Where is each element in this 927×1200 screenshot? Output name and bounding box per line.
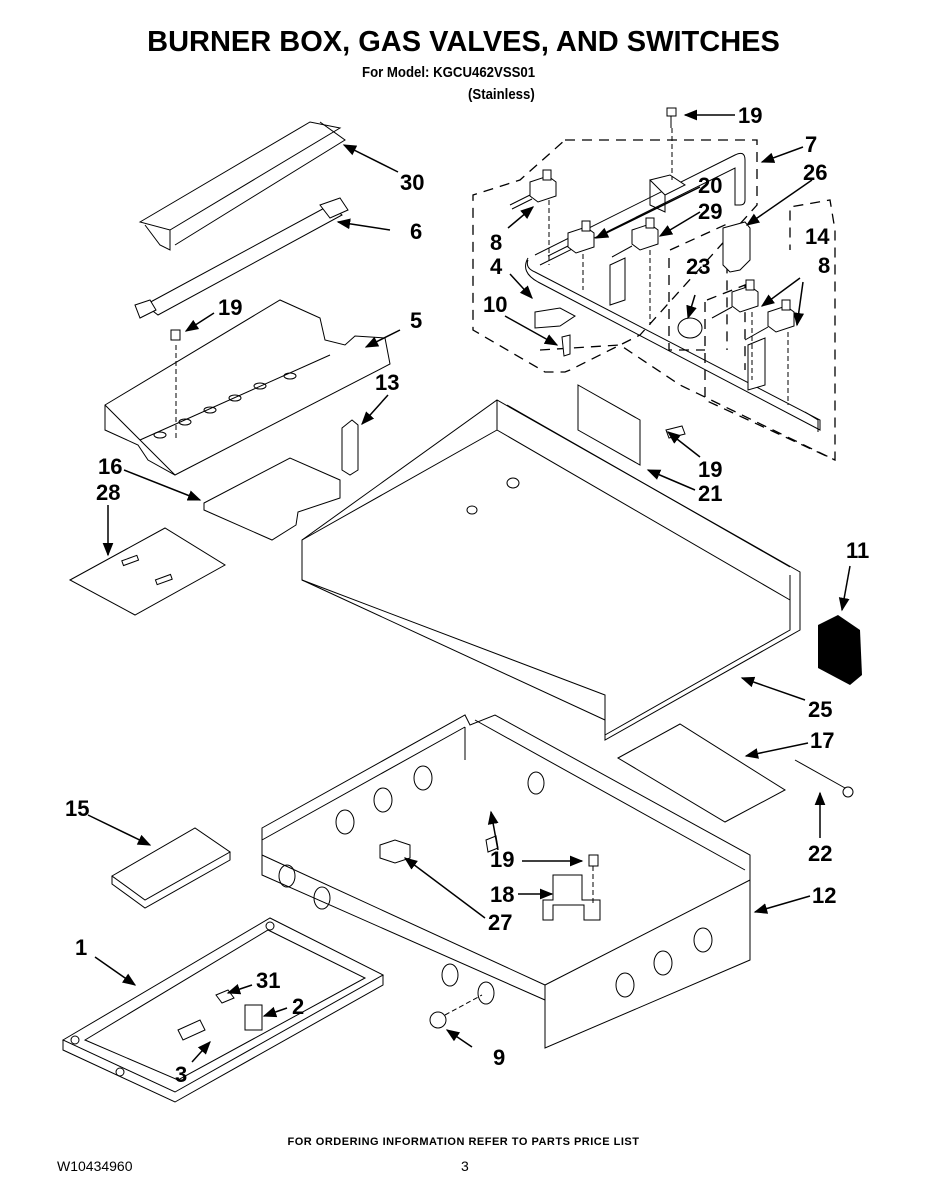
- callout-14[interactable]: 14: [805, 224, 830, 249]
- rear-panel-21: [577, 384, 641, 466]
- callout-16[interactable]: 16: [98, 454, 122, 479]
- knob-grommet-9: [429, 1011, 447, 1029]
- page-title: BURNER BOX, GAS VALVES, AND SWITCHES: [147, 26, 780, 58]
- callout-31[interactable]: 31: [256, 968, 280, 993]
- callout-15[interactable]: 15: [65, 796, 89, 821]
- callout-11[interactable]: 11: [846, 538, 869, 563]
- callout-labels: 19 7 26 20 29 30 6 8 4 10 23 14 8 19 5 1…: [65, 103, 869, 1087]
- callout-27[interactable]: 27: [488, 910, 512, 935]
- callout-1[interactable]: 1: [75, 935, 87, 960]
- callout-9[interactable]: 9: [493, 1045, 505, 1070]
- control-tray-1: [61, 917, 385, 1103]
- relay-27: [379, 839, 411, 864]
- upper-housing-25: [301, 384, 801, 741]
- callout-20[interactable]: 20: [698, 173, 722, 198]
- gas-valve-14: [711, 279, 759, 319]
- callout-5[interactable]: 5: [410, 308, 422, 333]
- callout-19-burner[interactable]: 19: [218, 295, 242, 320]
- model-line: For Model: KGCU462VSS01: [362, 64, 536, 81]
- screw-10: [561, 334, 571, 357]
- cover-15: [111, 827, 231, 901]
- bracket-18: [542, 874, 601, 921]
- callout-7[interactable]: 7: [805, 132, 817, 157]
- callout-arrows: [87, 109, 851, 1063]
- electrode-22: [794, 759, 846, 789]
- callout-26[interactable]: 26: [803, 160, 827, 185]
- callout-3[interactable]: 3: [175, 1062, 187, 1087]
- callout-8-right[interactable]: 8: [818, 253, 830, 278]
- document-number: W10434960: [57, 1158, 133, 1174]
- callout-18[interactable]: 18: [490, 882, 514, 907]
- bracket-2: [244, 1004, 263, 1031]
- panel-28: [68, 527, 226, 616]
- callout-28[interactable]: 28: [96, 480, 120, 505]
- finish-label: (Stainless): [468, 86, 535, 103]
- gas-manifold-assembly: [472, 107, 836, 462]
- callout-4[interactable]: 4: [490, 254, 503, 279]
- callout-12[interactable]: 12: [812, 883, 836, 908]
- bracket-4: [534, 307, 576, 329]
- burner-parts: [68, 121, 391, 616]
- callout-6[interactable]: 6: [410, 219, 422, 244]
- callout-29[interactable]: 29: [698, 199, 722, 224]
- callout-10[interactable]: 10: [483, 292, 507, 317]
- switch-3: [177, 1019, 206, 1041]
- heat-shield-16: [203, 457, 341, 541]
- orifice-disc: [677, 317, 703, 339]
- main-burner-box-12: [261, 714, 751, 1049]
- callout-19-bracket[interactable]: 19: [490, 847, 514, 872]
- spark-module-11: [818, 615, 862, 685]
- callout-17[interactable]: 17: [810, 728, 834, 753]
- callout-23[interactable]: 23: [686, 254, 710, 279]
- callout-19-panel[interactable]: 19: [698, 457, 722, 482]
- callout-21[interactable]: 21: [698, 481, 722, 506]
- bracket-26: [722, 221, 751, 273]
- page-number: 3: [461, 1158, 469, 1174]
- callout-25[interactable]: 25: [808, 697, 832, 722]
- gas-valve-20: [547, 220, 595, 257]
- cover-plate-17: [616, 723, 786, 823]
- gas-valve-29: [609, 217, 659, 306]
- callout-22[interactable]: 22: [808, 841, 832, 866]
- gas-valve-left: [509, 169, 557, 210]
- bracket-13: [341, 419, 359, 476]
- ordering-note: FOR ORDERING INFORMATION REFER TO PARTS …: [287, 1136, 640, 1148]
- callout-13[interactable]: 13: [375, 370, 399, 395]
- callout-8[interactable]: 8: [490, 230, 502, 255]
- callout-30[interactable]: 30: [400, 170, 424, 195]
- flame-spreader-30: [138, 121, 342, 231]
- callout-2[interactable]: 2: [292, 994, 304, 1019]
- callout-19[interactable]: 19: [738, 103, 762, 128]
